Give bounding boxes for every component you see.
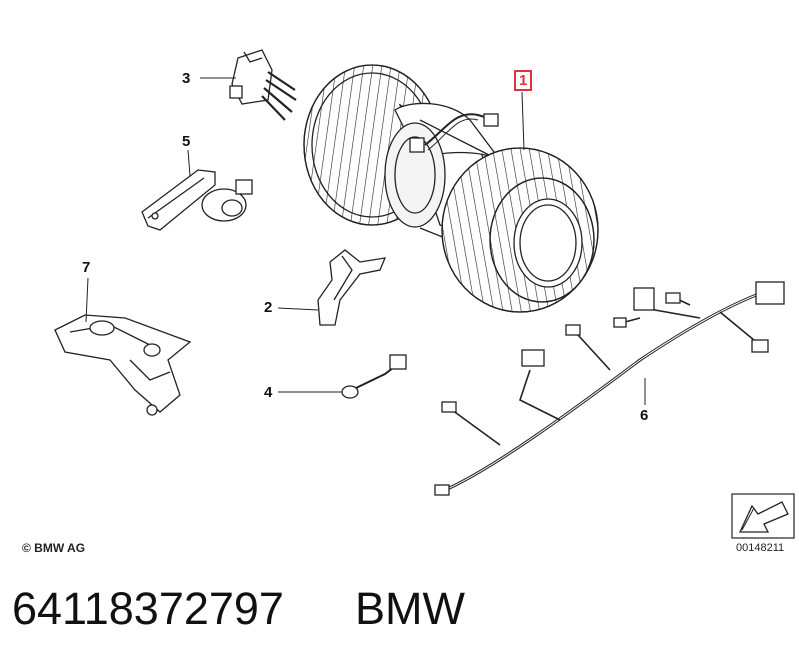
blower-resistor-illustration xyxy=(229,49,297,121)
callout-7[interactable]: 7 xyxy=(82,259,91,276)
holding-clamp-illustration xyxy=(317,249,387,326)
callout-4[interactable]: 4 xyxy=(264,384,273,401)
callout-6[interactable]: 6 xyxy=(640,407,649,424)
actuator-bracket-illustration xyxy=(141,169,253,231)
callout-2[interactable]: 2 xyxy=(264,299,273,316)
view-direction-arrow-icon xyxy=(731,493,795,539)
brand-name: BMW xyxy=(355,583,465,634)
leader-lines xyxy=(85,77,646,405)
wiring-harness-illustration xyxy=(434,281,785,496)
blower-motor-illustration xyxy=(303,64,599,313)
part-number: 64118372797 xyxy=(12,583,284,634)
callout-5[interactable]: 5 xyxy=(182,133,191,150)
copyright-notice: © BMW AG xyxy=(22,541,86,555)
callout-3[interactable]: 3 xyxy=(182,70,191,87)
diagram-number: 00148211 xyxy=(736,542,785,554)
connector-housing-illustration xyxy=(54,314,192,416)
temperature-sensor-illustration xyxy=(341,354,407,399)
callout-1[interactable]: 1 xyxy=(514,70,533,91)
